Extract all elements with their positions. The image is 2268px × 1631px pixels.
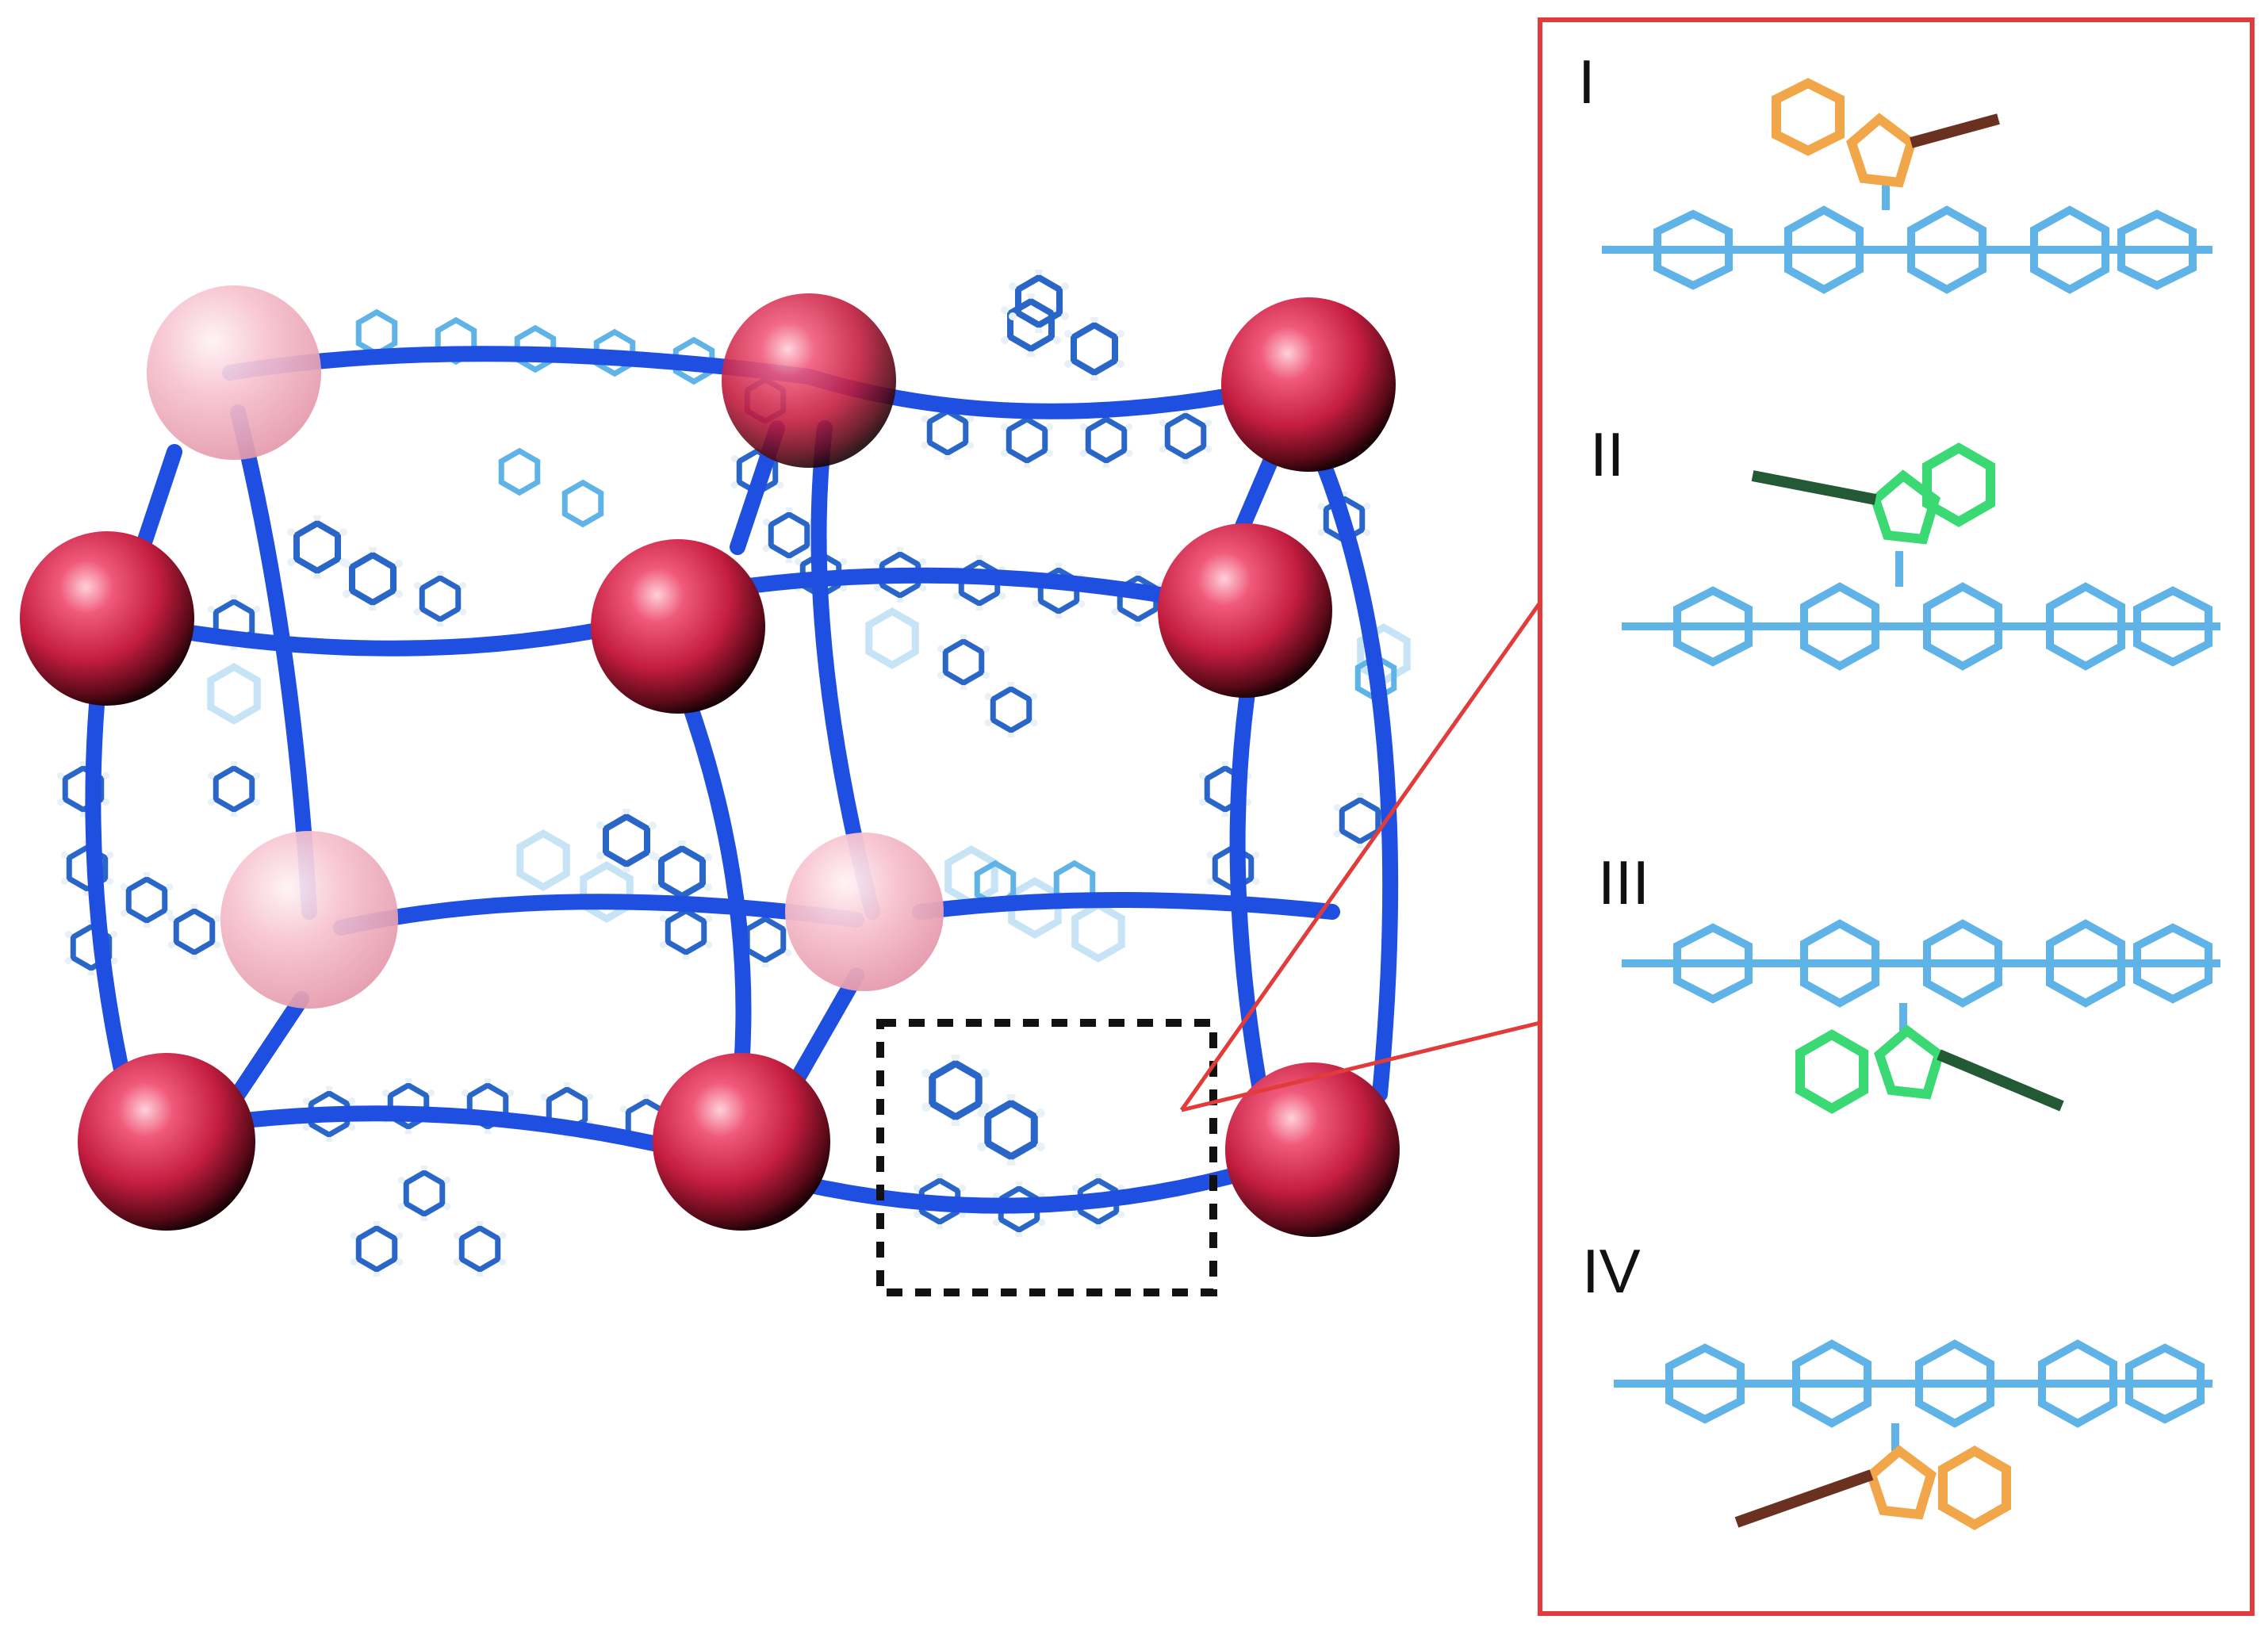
panel-label: IV xyxy=(1582,1236,1641,1306)
metal-node xyxy=(785,833,944,991)
guest-molecule xyxy=(1772,78,2000,188)
metal-node xyxy=(1158,523,1332,698)
detail-panel: I II xyxy=(1538,17,2255,1616)
host-linker-molecule xyxy=(1614,1339,2212,1451)
metal-nodes-back xyxy=(147,285,1396,1009)
conformer-panel-III: III xyxy=(1598,848,2220,1114)
callout-lines xyxy=(1179,601,1542,1112)
zoom-region-box xyxy=(876,1019,1217,1296)
metal-node xyxy=(147,285,321,460)
guest-molecule xyxy=(1795,1024,2064,1114)
panel-label: II xyxy=(1590,419,1624,489)
metal-node xyxy=(591,539,765,714)
metal-nodes-front xyxy=(20,523,1400,1237)
metal-node xyxy=(20,531,194,706)
host-linker-molecule xyxy=(1622,919,2220,1031)
metal-node xyxy=(653,1053,830,1231)
panel-label: III xyxy=(1598,848,1649,917)
conformer-panel-I: I xyxy=(1578,47,2212,294)
conformer-panel-IV: IV xyxy=(1582,1236,2212,1530)
metal-node xyxy=(722,293,896,468)
metal-node xyxy=(1225,1062,1400,1237)
host-linker-molecule xyxy=(1602,182,2212,294)
detail-panel-frame xyxy=(1538,17,2255,1616)
guest-molecule xyxy=(1734,1445,2011,1530)
conformer-panel-II: II xyxy=(1590,419,2220,671)
metal-node xyxy=(220,831,398,1009)
metal-node xyxy=(1221,297,1396,472)
guest-molecule xyxy=(1751,442,1995,545)
panel-label: I xyxy=(1578,47,1596,117)
host-linker-molecule xyxy=(1622,551,2220,671)
framework-cage xyxy=(20,267,1407,1296)
metal-node xyxy=(78,1053,255,1231)
